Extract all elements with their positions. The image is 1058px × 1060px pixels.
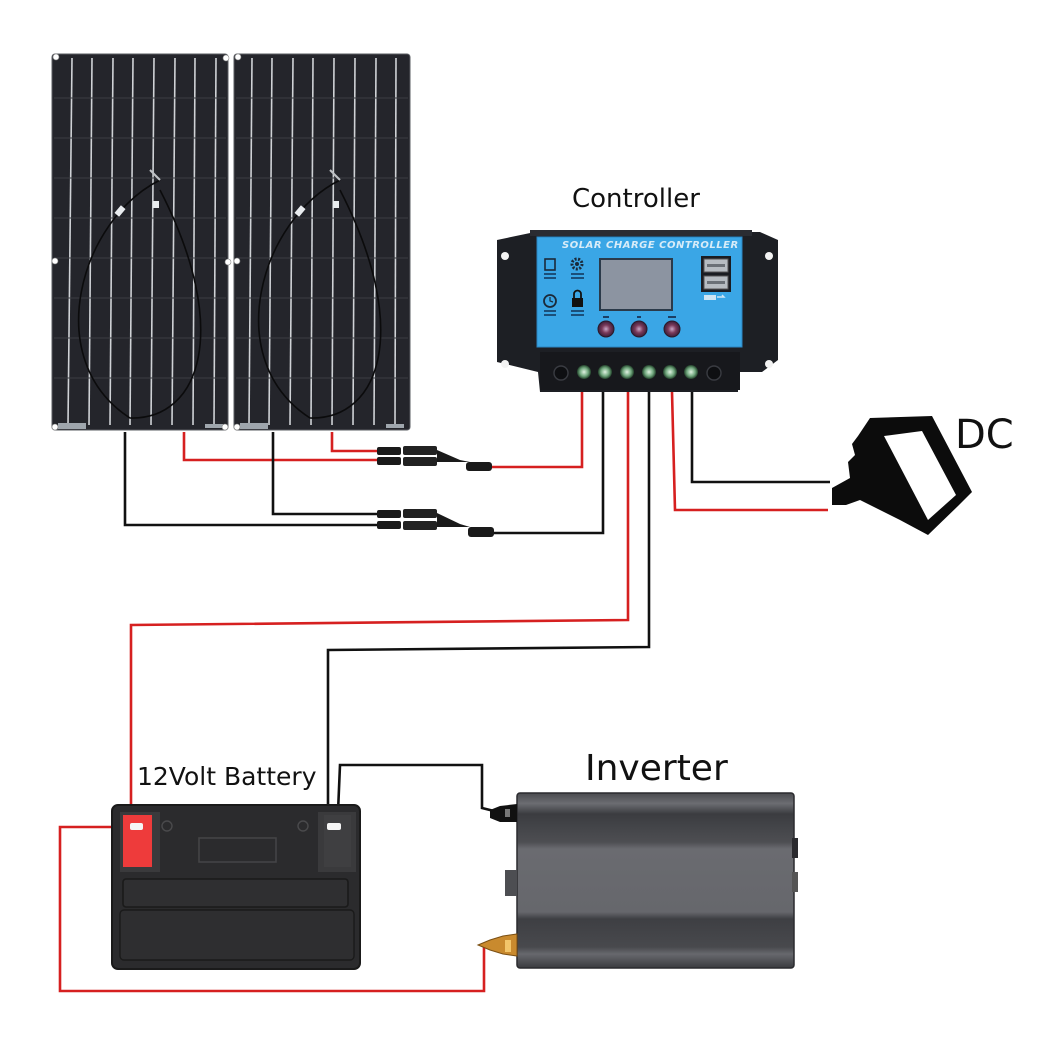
battery-negative-terminal	[324, 815, 351, 867]
terminal-pv-positive	[577, 365, 591, 379]
controller-button-a-y[interactable]	[663, 320, 681, 338]
terminal-pv-negative	[598, 365, 612, 379]
battery	[111, 804, 361, 970]
terminal-load-negative	[684, 365, 698, 379]
dc-load-icon	[832, 416, 972, 535]
wire-panel2-negative	[271, 432, 380, 516]
controller-button-a[interactable]	[630, 320, 648, 338]
wire-controller-battery-negative	[326, 392, 651, 812]
usb-ports	[701, 256, 731, 300]
wire-battery-inverter-positive	[58, 825, 486, 993]
clock-icon	[543, 294, 557, 316]
lock-icon	[571, 289, 584, 316]
inverter	[476, 792, 798, 969]
wire-combined-positive	[490, 392, 584, 469]
controller-label: Controller	[572, 184, 700, 214]
terminal-bat-positive	[620, 365, 634, 379]
wire-controller-dc-positive	[670, 391, 828, 512]
wire-panel1-negative	[123, 432, 380, 527]
controller-terminals	[577, 365, 698, 379]
wire-panel2-positive	[330, 432, 380, 453]
wire-controller-battery-positive	[129, 392, 630, 812]
battery-positive-terminal	[123, 815, 152, 867]
solar-panel-2	[233, 53, 411, 431]
controller-buttons	[597, 316, 681, 338]
solar-panel-1	[51, 53, 232, 431]
mc4-y-connector-positive	[377, 446, 492, 471]
gear-icon	[570, 257, 584, 279]
wire-panel1-positive	[182, 432, 380, 462]
wire-battery-inverter-negative	[336, 763, 499, 814]
dc-label: DC	[955, 412, 1014, 458]
inverter-label: Inverter	[585, 748, 728, 789]
inverter-positive-terminal	[476, 933, 518, 957]
wire-controller-dc-negative	[690, 392, 830, 484]
charge-controller	[497, 230, 778, 392]
wire-combined-negative	[492, 392, 605, 535]
terminal-load-positive	[663, 365, 677, 379]
controller-face-text: SOLAR CHARGE CONTROLLER	[562, 240, 739, 251]
battery-label: 12Volt Battery	[137, 762, 317, 791]
inverter-negative-terminal	[490, 804, 517, 822]
mc4-y-connector-negative	[377, 509, 494, 537]
controller-lcd-screen	[599, 258, 673, 311]
terminal-bat-negative	[642, 365, 656, 379]
controller-button-m[interactable]	[597, 320, 615, 338]
mcu-control-icon	[544, 258, 556, 279]
